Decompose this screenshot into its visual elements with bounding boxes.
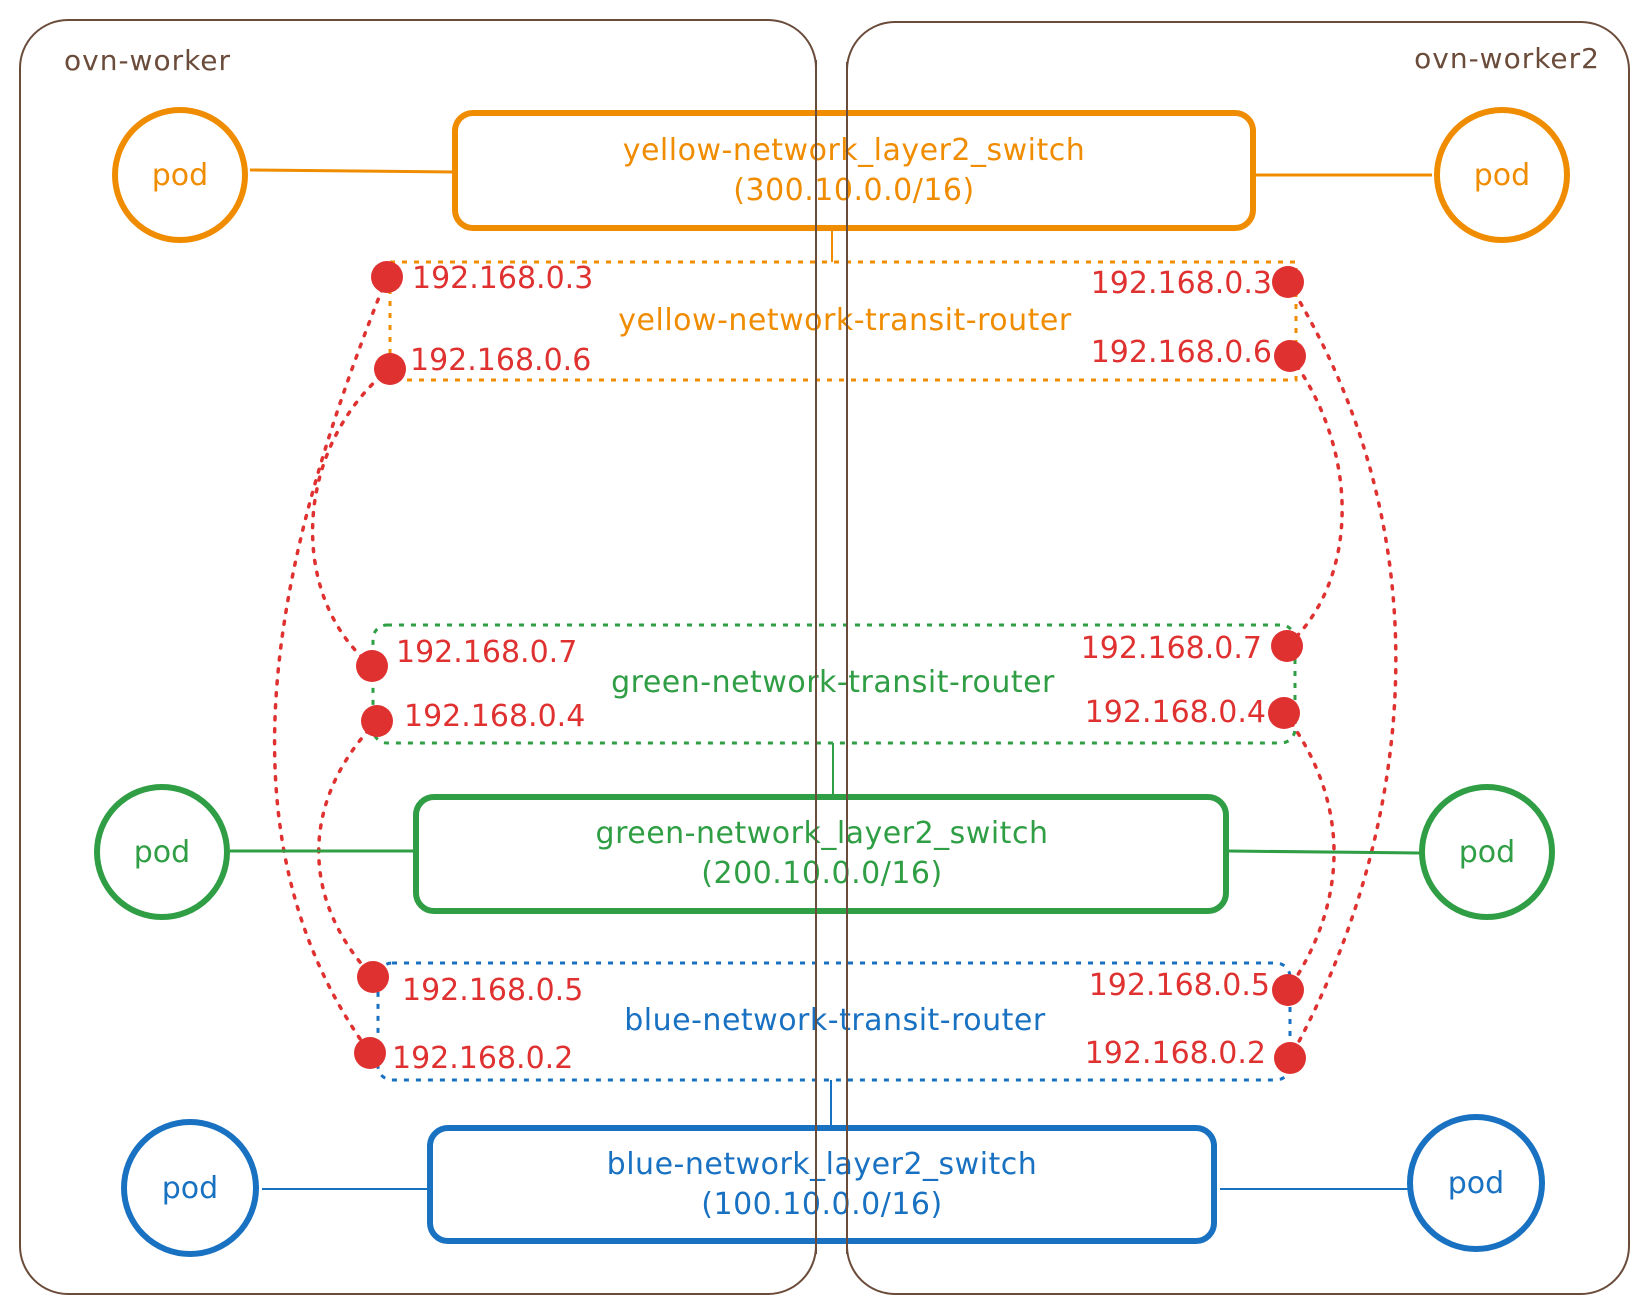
blue-right-pod-label: pod [1448,1166,1504,1201]
yellow-left-pod-link [249,168,456,174]
port-green-left-2 [361,705,393,737]
blue-left-pod-label: pod [162,1171,218,1206]
green-left-pod-label: pod [134,835,190,870]
port-yellow-left-1 [371,261,403,293]
blue-left-pod [121,1119,259,1257]
green-right-pod-label: pod [1459,835,1515,870]
ip-blue-left-2: 192.168.0.2 [392,1041,573,1076]
green-switch-name: green-network_layer2_switch [596,816,1049,851]
blue-router-name: blue-network-transit-router [624,1003,1046,1038]
blue-right-pod [1407,1114,1545,1252]
yellow-transit-router [388,260,1298,382]
yellow-router-name: yellow-network-transit-router [618,303,1072,338]
router-ports [354,261,1306,1074]
link-right-green-blue [1282,711,1336,992]
green-transit-router [371,623,1297,745]
ip-blue-right-2: 192.168.0.2 [1085,1036,1266,1071]
green-left-pod [94,784,230,920]
green-switch [413,794,1229,914]
yellow-right-pod [1434,107,1570,243]
port-green-right-2 [1268,697,1300,729]
yellow-left-pod [112,107,248,243]
blue-transit-router [376,961,1292,1082]
ip-yellow-right-2: 192.168.0.6 [1091,335,1272,370]
port-yellow-left-2 [374,353,406,385]
port-yellow-right-2 [1274,340,1306,372]
green-right-pod-link [1227,849,1421,855]
blue-switch [427,1125,1217,1244]
blue-switch-name: blue-network_layer2_switch [607,1147,1038,1182]
port-green-left-1 [356,650,388,682]
ip-green-left-1: 192.168.0.7 [396,635,577,670]
port-blue-left-2 [354,1037,386,1069]
worker-left-label: ovn-worker [64,44,231,77]
ip-yellow-right-1: 192.168.0.3 [1091,266,1272,301]
link-right-outer [1286,280,1398,1060]
green-switch-cidr: (200.10.0.0/16) [701,856,942,891]
link-right-yellow-green [1285,354,1344,648]
link-left-green-blue [317,719,379,979]
blue-switch-cidr: (100.10.0.0/16) [701,1187,942,1222]
ip-yellow-left-2: 192.168.0.6 [410,343,591,378]
worker-right-label: ovn-worker2 [1414,42,1600,75]
ip-yellow-left-1: 192.168.0.3 [412,261,593,296]
port-blue-left-1 [357,961,389,993]
yellow-left-pod-label: pod [152,158,208,193]
yellow-switch-cidr: (300.10.0.0/16) [733,173,974,208]
yellow-switch-name: yellow-network_layer2_switch [623,133,1086,168]
yellow-right-pod-label: pod [1474,158,1530,193]
port-green-right-1 [1271,630,1303,662]
ip-green-right-1: 192.168.0.7 [1081,631,1262,666]
ip-green-left-2: 192.168.0.4 [404,699,585,734]
port-blue-right-2 [1274,1042,1306,1074]
ip-green-right-2: 192.168.0.4 [1085,695,1266,730]
ip-blue-left-1: 192.168.0.5 [402,973,583,1008]
green-right-pod [1419,784,1555,920]
port-blue-right-1 [1272,974,1304,1006]
yellow-switch [452,110,1256,231]
link-left-outer [272,275,389,1055]
green-router-name: green-network-transit-router [611,665,1055,700]
ip-blue-right-1: 192.168.0.5 [1089,968,1270,1003]
port-yellow-right-1 [1272,266,1304,298]
link-left-yellow-green [311,366,392,668]
